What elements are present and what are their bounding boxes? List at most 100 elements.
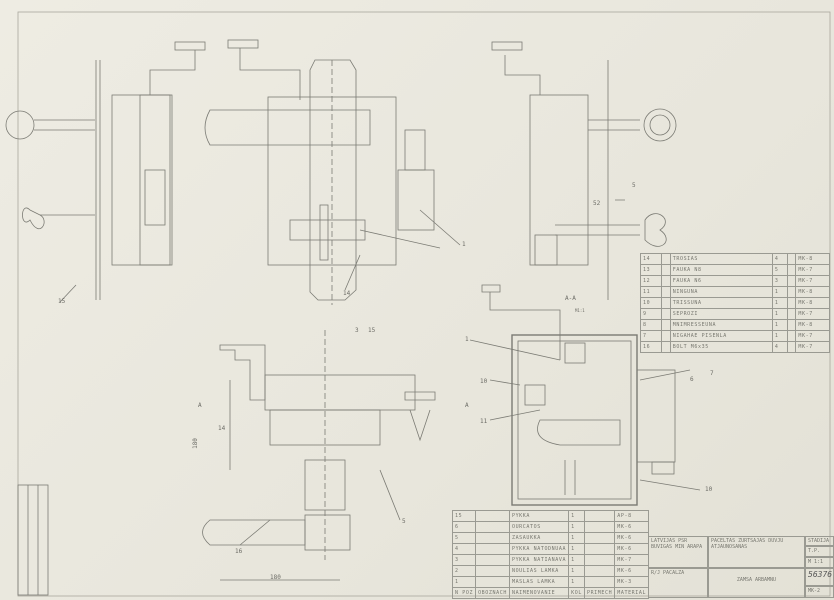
part-note [583,543,616,555]
part-name: ZASAUKKA [508,532,570,544]
part-qty: 1 [771,286,788,298]
part-qty: 5 [771,264,788,276]
section-label: A-A [565,295,576,302]
part-qty: 1 [568,576,585,588]
part-name: MNIMRESSEUNA [669,319,773,331]
part-code [661,319,671,331]
header-qty: KOL [568,587,585,599]
part-material: MK-8 [795,319,830,331]
part-code [475,565,510,577]
part-name: PYKKA NATIANAVA [508,554,570,566]
title-sheet: T.P. [805,546,834,557]
part-position: 6 [451,521,477,533]
part-name: NINGUNA [669,286,773,298]
part-position: 14 [639,253,663,265]
callout-5: 6 [690,376,694,383]
part-code [661,275,671,287]
part-qty: 4 [771,253,788,265]
dimension-height: 180 [191,438,199,449]
part-code [475,510,510,522]
title-org: LATVIJAS PSR BUVIGAS MIN ARAPA [648,536,708,568]
part-code [475,576,510,588]
part-qty: 1 [771,297,788,309]
callout-7: 10 [705,486,713,493]
section-a-a [481,284,691,506]
part-qty: 3 [771,275,788,287]
part-name: MASLAS LAMKA [508,576,570,588]
part-name: PYKKA NATODNUAA [508,543,570,555]
part-material: MK-8 [795,286,830,298]
callout-6: 7 [710,370,714,377]
header-note: PRIMECH [583,587,616,599]
part-material: MK-3 [614,576,650,588]
part-position: 1 [451,576,477,588]
part-position: 3 [451,554,477,566]
part-qty: 1 [771,330,788,342]
part-note [786,330,797,342]
callout-12: 14 [343,290,351,297]
part-qty: 1 [568,521,585,533]
part-code [475,543,510,555]
part-material: MK-7 [795,275,830,287]
part-material: AP-8 [614,510,650,522]
part-position: 7 [639,330,663,342]
part-note [583,532,616,544]
part-code [661,286,671,298]
part-name: TRISSUNA [669,297,773,309]
part-code [475,554,510,566]
part-position: 4 [451,543,477,555]
part-code [661,330,671,342]
part-code [661,253,671,265]
header-pos: N POZ [451,587,477,599]
cut-marker-right: A [465,402,469,409]
part-material: MK-6 [614,543,650,555]
part-material: MK-6 [614,565,650,577]
part-code [661,341,671,353]
title-mark: MK-2 [805,586,834,598]
part-name: BOLT M6x35 [669,341,773,353]
part-note [786,308,797,320]
sheet-border [17,11,831,597]
part-position: 10 [639,297,663,309]
dimension-small-b: 52 [593,200,601,207]
header-name: NAIMENOVANIE [508,587,570,599]
title-stage: STADIJA [805,536,834,546]
part-material: MK-7 [795,330,830,342]
header-material: MATERIAL [614,587,650,599]
part-position: 9 [639,308,663,320]
part-material: MK-7 [795,341,830,353]
part-material: MK-7 [795,308,830,320]
part-position: 12 [639,275,663,287]
drawing-number: 56376 [805,568,834,586]
part-material: MK-6 [614,521,650,533]
part-note [786,341,797,353]
part-name: NOULIAS LAMKA [508,565,570,577]
part-position: 5 [451,532,477,544]
section-scale: M1:1 [575,308,585,313]
part-qty: 4 [771,341,788,353]
callout-4: 5 [402,518,406,525]
callout-1: 1 [465,336,469,343]
part-note [786,286,797,298]
title-scale: M 1:1 [805,557,834,568]
part-name: NIGAHAE PISENLA [669,330,773,342]
callout-14: 15 [58,298,66,305]
part-position: 15 [451,510,477,522]
part-code [475,532,510,544]
plan-view [202,330,436,581]
part-material: MK-8 [795,297,830,309]
part-qty: 1 [771,308,788,320]
